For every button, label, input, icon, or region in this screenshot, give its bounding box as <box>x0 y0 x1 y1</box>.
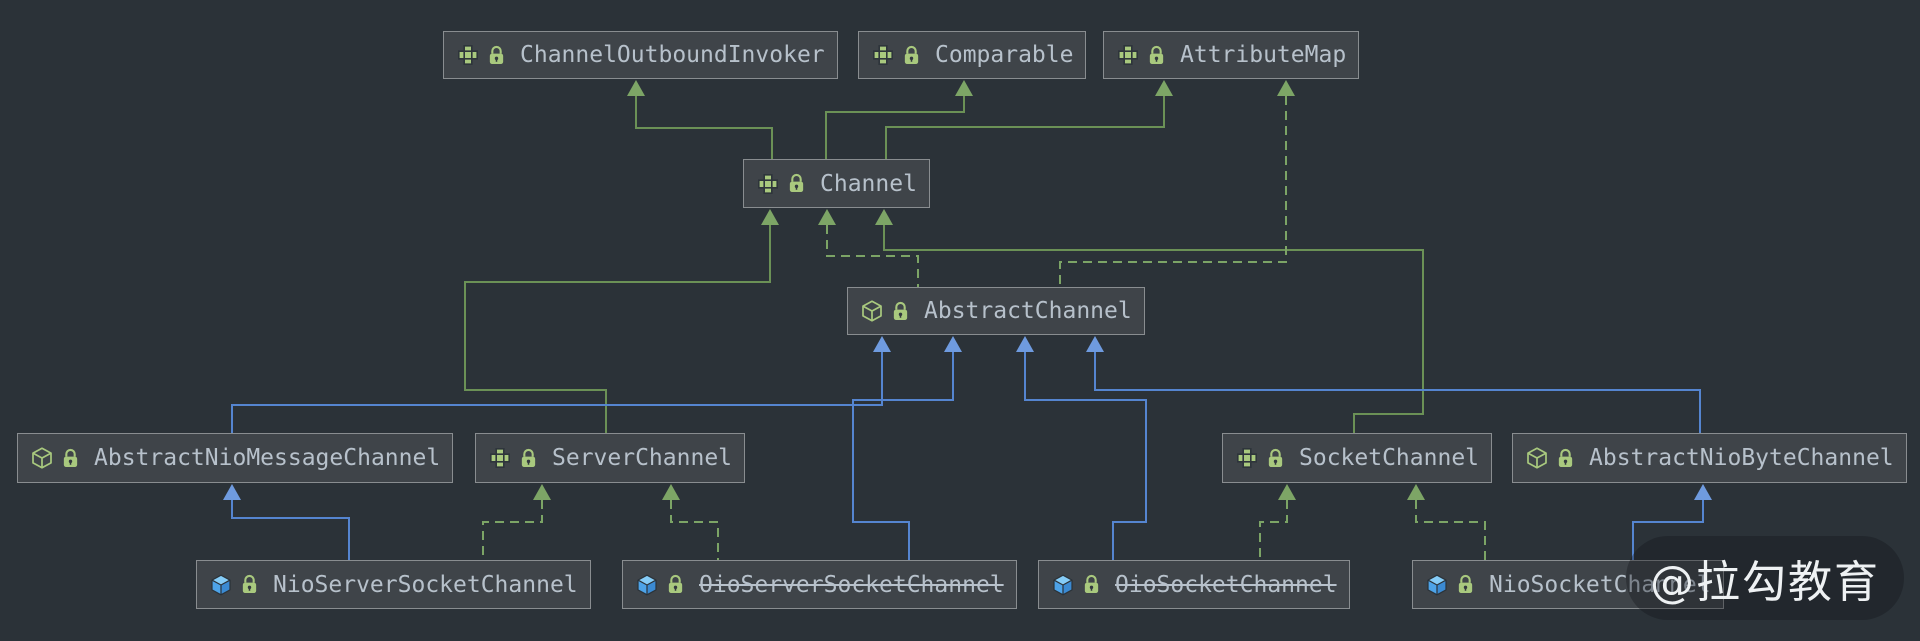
edge-OioServerSocketChannel-implements-ServerChannel <box>662 484 719 560</box>
generalization-arrowhead <box>1407 484 1425 500</box>
edge-AbstractChannel-implements-Channel <box>818 209 919 287</box>
lock-icon <box>893 301 908 320</box>
lock-icon <box>789 173 804 193</box>
lock-icon <box>521 448 536 467</box>
class-node-ChannelOutboundInvoker[interactable]: ChannelOutboundInvoker <box>443 31 838 79</box>
class-node-AbstractNioByteChannel[interactable]: AbstractNioByteChannel <box>1512 433 1907 483</box>
class-icon <box>1053 574 1073 595</box>
generalization-arrowhead <box>1277 80 1295 96</box>
interface-icon <box>490 448 510 468</box>
edge-Channel-extends-ChannelOutboundInvoker <box>627 80 773 159</box>
generalization-arrowhead <box>1086 336 1104 352</box>
class-name-label: NioServerSocketChannel <box>273 571 578 598</box>
edge-NioSocketChannel-extends-AbstractNioByteChannel <box>1632 484 1712 560</box>
edge-ServerChannel-extends-Channel <box>464 209 779 433</box>
class-name-label: AbstractChannel <box>924 298 1132 324</box>
generalization-arrowhead <box>1278 484 1296 500</box>
class-node-ServerChannel[interactable]: ServerChannel <box>475 433 746 483</box>
generalization-arrowhead <box>662 484 680 500</box>
class-name-label: AbstractNioByteChannel <box>1589 445 1894 471</box>
class-node-AbstractChannel[interactable]: AbstractChannel <box>847 287 1145 335</box>
interface-icon <box>758 173 778 194</box>
abstract-class-icon <box>1527 447 1547 469</box>
class-name-label: OioServerSocketChannel <box>699 571 1004 598</box>
class-node-Channel[interactable]: Channel <box>743 159 930 208</box>
interface-icon <box>1118 45 1138 65</box>
generalization-arrowhead <box>944 336 962 352</box>
interface-icon <box>1237 448 1257 468</box>
edge-AbstractNioByteChannel-extends-AbstractChannel <box>1086 336 1701 433</box>
edge-OioSocketChannel-extends-AbstractChannel <box>1016 336 1147 560</box>
edge-Channel-extends-Comparable <box>825 80 973 159</box>
edge-NioServerSocketChannel-implements-ServerChannel <box>482 484 551 560</box>
generalization-arrowhead <box>761 209 779 225</box>
lock-icon <box>1149 45 1164 64</box>
generalization-arrowhead <box>1694 484 1712 500</box>
class-icon <box>211 574 231 595</box>
class-node-Comparable[interactable]: Comparable <box>858 31 1087 79</box>
generalization-arrowhead <box>533 484 551 500</box>
generalization-arrowhead <box>627 80 645 96</box>
lock-icon <box>668 574 683 594</box>
class-node-NioSocketChannel[interactable]: NioSocketChannel <box>1412 560 1724 609</box>
class-node-AbstractNioMessageChannel[interactable]: AbstractNioMessageChannel <box>17 433 454 483</box>
watermark-text: @拉勾教育 <box>1650 557 1880 608</box>
class-name-label: ChannelOutboundInvoker <box>520 42 825 68</box>
generalization-arrowhead <box>875 209 893 225</box>
class-name-label: ServerChannel <box>552 445 733 471</box>
edge-OioServerSocketChannel-extends-AbstractChannel <box>852 336 962 560</box>
interface-icon <box>873 45 893 65</box>
lock-icon <box>242 574 257 594</box>
lock-icon <box>904 45 919 64</box>
abstract-class-icon <box>32 447 52 469</box>
lock-icon <box>63 448 78 467</box>
class-name-label: SocketChannel <box>1299 445 1480 471</box>
class-node-OioSocketChannel[interactable]: OioSocketChannel <box>1038 560 1350 609</box>
generalization-arrowhead <box>818 209 836 225</box>
class-name-label: OioSocketChannel <box>1115 571 1337 598</box>
edge-AbstractNioMessageChannel-extends-AbstractChannel <box>231 336 891 433</box>
class-icon <box>1427 574 1447 595</box>
lock-icon <box>1458 574 1473 594</box>
class-name-label: Comparable <box>935 42 1074 68</box>
generalization-arrowhead <box>955 80 973 96</box>
class-name-label: NioSocketChannel <box>1489 571 1711 598</box>
edge-NioSocketChannel-implements-SocketChannel <box>1407 484 1486 560</box>
watermark-badge: @拉勾教育 <box>1626 536 1904 620</box>
interface-icon <box>458 45 478 65</box>
edge-AbstractChannel-implements-AttributeMap <box>1059 80 1295 287</box>
class-icon <box>637 574 657 595</box>
lock-icon <box>489 45 504 64</box>
lock-icon <box>1268 448 1283 467</box>
edge-OioSocketChannel-implements-SocketChannel <box>1259 484 1296 560</box>
generalization-arrowhead <box>873 336 891 352</box>
class-node-OioServerSocketChannel[interactable]: OioServerSocketChannel <box>622 560 1017 609</box>
generalization-arrowhead <box>223 484 241 500</box>
class-node-AttributeMap[interactable]: AttributeMap <box>1103 31 1360 79</box>
edge-Channel-extends-AttributeMap <box>885 80 1173 159</box>
edge-NioServerSocketChannel-extends-AbstractNioMessageChannel <box>223 484 350 560</box>
generalization-arrowhead <box>1016 336 1034 352</box>
abstract-class-icon <box>862 300 882 322</box>
edge-SocketChannel-extends-Channel <box>875 209 1424 433</box>
lock-icon <box>1084 574 1099 594</box>
class-name-label: AbstractNioMessageChannel <box>94 445 441 471</box>
lock-icon <box>1558 448 1573 467</box>
class-node-NioServerSocketChannel[interactable]: NioServerSocketChannel <box>196 560 591 609</box>
generalization-arrowhead <box>1155 80 1173 96</box>
class-node-SocketChannel[interactable]: SocketChannel <box>1222 433 1493 483</box>
class-name-label: AttributeMap <box>1180 42 1347 68</box>
class-name-label: Channel <box>820 170 917 197</box>
